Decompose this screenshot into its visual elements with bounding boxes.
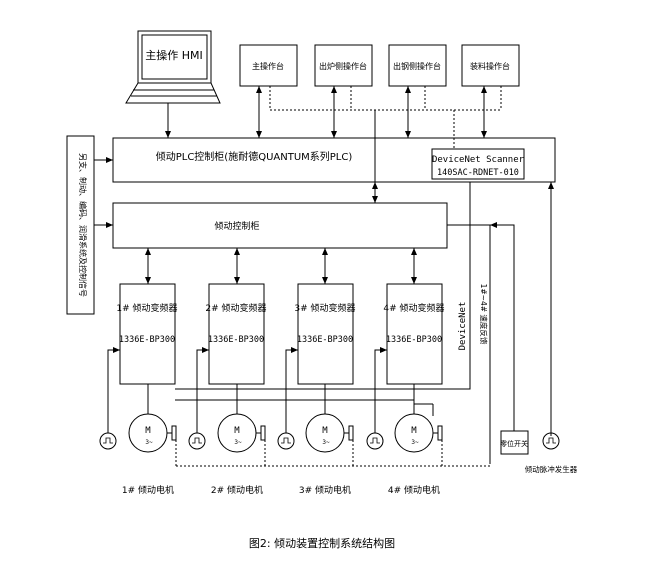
left-panel-label: 另支、制动、编码、润滑系统及控制信号 (78, 153, 88, 297)
hmi-keyboard (125, 82, 221, 104)
encoder-3 (277, 432, 295, 450)
drive-box-4 (386, 283, 443, 385)
console-box-4 (461, 44, 520, 87)
drive-name-2: 2# 倾动变频器 (205, 302, 266, 314)
scanner-model: 140SAC-RDNET-010 (437, 168, 519, 178)
drive-name-4: 4# 倾动变频器 (383, 302, 444, 314)
drive-name-1: 1# 倾动变频器 (116, 302, 177, 314)
control-cabinet (112, 202, 448, 249)
motor-phase-3: 3~ (322, 439, 330, 446)
encoder-label: 倾动脉冲发生器 (525, 464, 578, 474)
console-label-2: 出炉侧操作台 (319, 61, 367, 71)
encoder-2 (188, 432, 206, 450)
zero-switch-label: 零位开关 (500, 439, 528, 448)
drive-box-1 (119, 283, 176, 385)
devicenet-bus (442, 182, 471, 390)
encoder-1 (99, 432, 117, 450)
motor-label-2: 2# 倾动电机 (211, 484, 263, 496)
motor-label-1: 1# 倾动电机 (122, 484, 174, 496)
hmi-label: 主操作 HMI (145, 48, 203, 62)
brake-2 (260, 425, 266, 441)
motor-label-3: 3# 倾动电机 (299, 484, 351, 496)
console-box-1 (239, 44, 298, 87)
scanner-title: DeviceNet Scanner (432, 155, 525, 165)
zero-switch (500, 430, 529, 455)
drive-model-3: 1336E-BP300 (297, 335, 353, 345)
motor-letter-1: M (145, 426, 151, 436)
drive-box-2 (208, 283, 265, 385)
motor-phase-2: 3~ (234, 439, 242, 446)
drive-model-2: 1336E-BP300 (208, 335, 264, 345)
console-label-3: 出钢侧操作台 (393, 61, 441, 71)
drive-model-4: 1336E-BP300 (386, 335, 442, 345)
encoder-main (542, 432, 560, 450)
console-box-3 (388, 44, 447, 87)
motor-letter-3: M (322, 426, 328, 436)
motor-letter-2: M (234, 426, 240, 436)
devicenet-vertical-label: DeviceNet (458, 302, 468, 351)
console-box-2 (314, 44, 373, 87)
motor-letter-4: M (411, 426, 417, 436)
brake-3 (348, 425, 354, 441)
drive-box-3 (297, 283, 354, 385)
console-label-4: 装料操作台 (470, 61, 510, 71)
brake-1 (171, 425, 177, 441)
figure-caption: 图2: 倾动装置控制系统结构图 (249, 536, 395, 550)
console-label-1: 主操作台 (252, 61, 284, 71)
brake-4 (437, 425, 443, 441)
drive-name-3: 3# 倾动变频器 (294, 302, 355, 314)
plc-label: 倾动PLC控制柜(施耐德QUANTUM系列PLC) (156, 150, 353, 163)
speed-feedback-label: 1#~4# 速度反馈 (479, 284, 489, 345)
control-cabinet-label: 倾动控制柜 (214, 220, 259, 232)
hmi-screen-inner (141, 34, 208, 80)
encoder-4 (366, 432, 384, 450)
motor-phase-1: 3~ (145, 439, 153, 446)
devicenet-scanner (431, 148, 525, 180)
motor-label-4: 4# 倾动电机 (388, 484, 440, 496)
drive-model-1: 1336E-BP300 (119, 335, 175, 345)
motor-phase-4: 3~ (411, 439, 419, 446)
